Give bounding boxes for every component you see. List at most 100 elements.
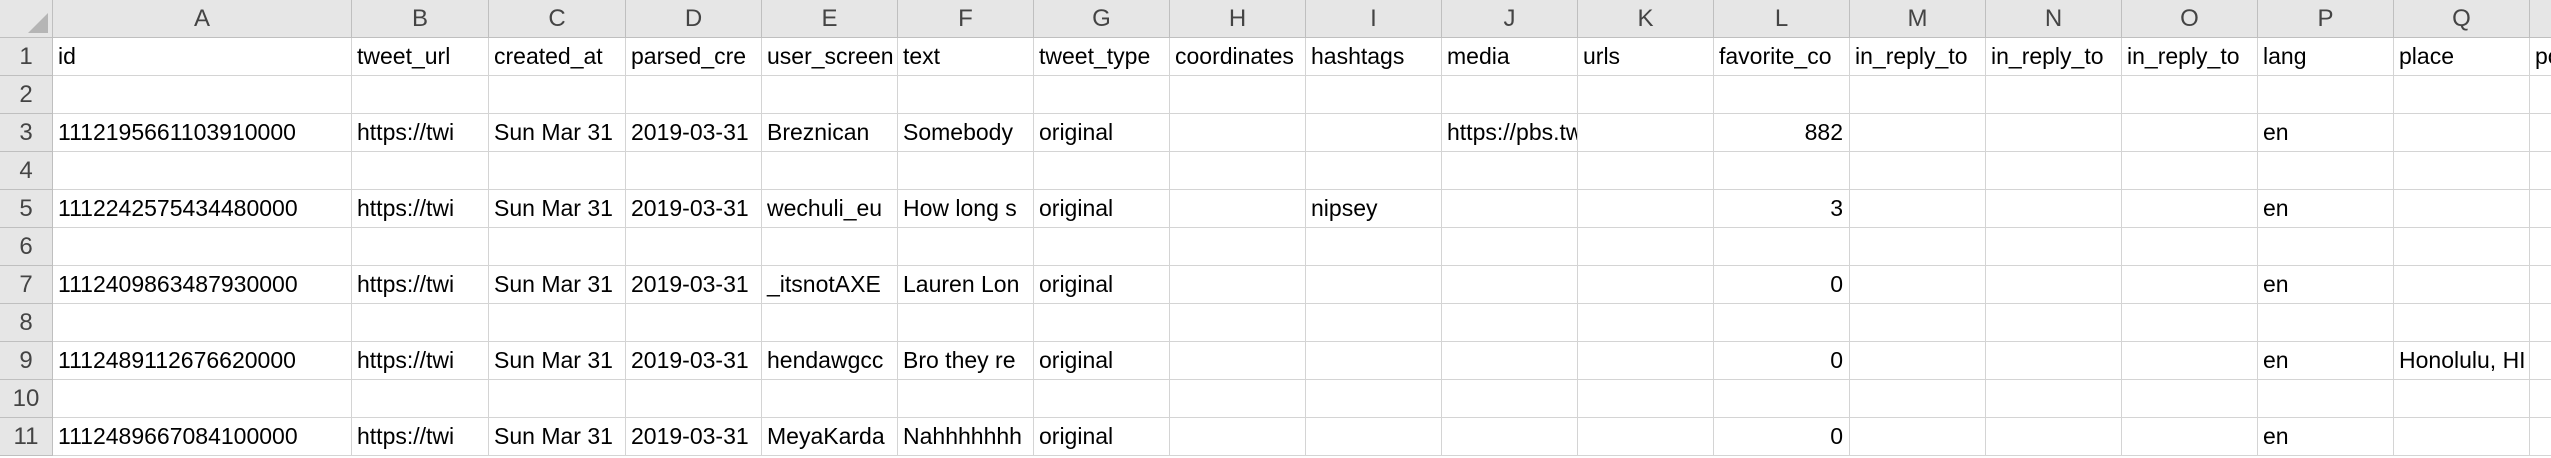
- cell-H8[interactable]: [1170, 304, 1306, 342]
- cell-F2[interactable]: [898, 76, 1034, 114]
- cell-F1[interactable]: text: [898, 38, 1034, 76]
- cell-Q6[interactable]: [2394, 228, 2530, 266]
- cell-D11[interactable]: 2019-03-31: [626, 418, 762, 456]
- cell-M5[interactable]: [1850, 190, 1986, 228]
- cell-O2[interactable]: [2122, 76, 2258, 114]
- cell-R6[interactable]: [2530, 228, 2551, 266]
- cell-N11[interactable]: [1986, 418, 2122, 456]
- cell-Q10[interactable]: [2394, 380, 2530, 418]
- column-header-J[interactable]: J: [1442, 0, 1578, 38]
- cell-J10[interactable]: [1442, 380, 1578, 418]
- column-header-A[interactable]: A: [53, 0, 352, 38]
- cell-I2[interactable]: [1306, 76, 1442, 114]
- cell-B8[interactable]: [352, 304, 489, 342]
- cell-R9[interactable]: [2530, 342, 2551, 380]
- cell-D5[interactable]: 2019-03-31: [626, 190, 762, 228]
- column-header-E[interactable]: E: [762, 0, 898, 38]
- column-header-D[interactable]: D: [626, 0, 762, 38]
- cell-K8[interactable]: [1578, 304, 1714, 342]
- cell-G11[interactable]: original: [1034, 418, 1170, 456]
- cell-K9[interactable]: [1578, 342, 1714, 380]
- cell-K11[interactable]: [1578, 418, 1714, 456]
- cell-N1[interactable]: in_reply_to: [1986, 38, 2122, 76]
- cell-O3[interactable]: [2122, 114, 2258, 152]
- cell-P2[interactable]: [2258, 76, 2394, 114]
- column-header-P[interactable]: P: [2258, 0, 2394, 38]
- cell-Q9[interactable]: Honolulu, HI: [2394, 342, 2530, 380]
- row-header-9[interactable]: 9: [0, 342, 53, 380]
- cell-L9[interactable]: 0: [1714, 342, 1850, 380]
- cell-D6[interactable]: [626, 228, 762, 266]
- cell-E1[interactable]: user_screen: [762, 38, 898, 76]
- cell-E11[interactable]: MeyaKarda: [762, 418, 898, 456]
- cell-D3[interactable]: 2019-03-31: [626, 114, 762, 152]
- row-header-8[interactable]: 8: [0, 304, 53, 342]
- cell-C11[interactable]: Sun Mar 31: [489, 418, 626, 456]
- cell-H5[interactable]: [1170, 190, 1306, 228]
- cell-F9[interactable]: Bro they re: [898, 342, 1034, 380]
- cell-P4[interactable]: [2258, 152, 2394, 190]
- cell-L5[interactable]: 3: [1714, 190, 1850, 228]
- cell-N8[interactable]: [1986, 304, 2122, 342]
- cell-I5[interactable]: nipsey: [1306, 190, 1442, 228]
- cell-N4[interactable]: [1986, 152, 2122, 190]
- cell-K1[interactable]: urls: [1578, 38, 1714, 76]
- cell-N6[interactable]: [1986, 228, 2122, 266]
- cell-M1[interactable]: in_reply_to: [1850, 38, 1986, 76]
- cell-Q2[interactable]: [2394, 76, 2530, 114]
- cell-A2[interactable]: [53, 76, 352, 114]
- cell-P7[interactable]: en: [2258, 266, 2394, 304]
- cell-F8[interactable]: [898, 304, 1034, 342]
- cell-C1[interactable]: created_at: [489, 38, 626, 76]
- row-header-6[interactable]: 6: [0, 228, 53, 266]
- cell-K2[interactable]: [1578, 76, 1714, 114]
- column-header-N[interactable]: N: [1986, 0, 2122, 38]
- cell-K4[interactable]: [1578, 152, 1714, 190]
- cell-Q7[interactable]: [2394, 266, 2530, 304]
- cell-O6[interactable]: [2122, 228, 2258, 266]
- cell-D4[interactable]: [626, 152, 762, 190]
- row-header-5[interactable]: 5: [0, 190, 53, 228]
- cell-L7[interactable]: 0: [1714, 266, 1850, 304]
- cell-G7[interactable]: original: [1034, 266, 1170, 304]
- cell-F6[interactable]: [898, 228, 1034, 266]
- cell-C6[interactable]: [489, 228, 626, 266]
- cell-C8[interactable]: [489, 304, 626, 342]
- cell-K6[interactable]: [1578, 228, 1714, 266]
- cell-Q4[interactable]: [2394, 152, 2530, 190]
- cell-J2[interactable]: [1442, 76, 1578, 114]
- cell-L10[interactable]: [1714, 380, 1850, 418]
- cell-A10[interactable]: [53, 380, 352, 418]
- cell-G2[interactable]: [1034, 76, 1170, 114]
- cell-L2[interactable]: [1714, 76, 1850, 114]
- cell-R8[interactable]: [2530, 304, 2551, 342]
- cell-O10[interactable]: [2122, 380, 2258, 418]
- cell-O8[interactable]: [2122, 304, 2258, 342]
- cell-M6[interactable]: [1850, 228, 1986, 266]
- cell-H11[interactable]: [1170, 418, 1306, 456]
- cell-B2[interactable]: [352, 76, 489, 114]
- cell-R2[interactable]: [2530, 76, 2551, 114]
- cell-Q11[interactable]: [2394, 418, 2530, 456]
- cell-J6[interactable]: [1442, 228, 1578, 266]
- cell-Q3[interactable]: [2394, 114, 2530, 152]
- cell-A6[interactable]: [53, 228, 352, 266]
- cell-P1[interactable]: lang: [2258, 38, 2394, 76]
- column-header-C[interactable]: C: [489, 0, 626, 38]
- cell-D2[interactable]: [626, 76, 762, 114]
- cell-K7[interactable]: [1578, 266, 1714, 304]
- cell-E3[interactable]: Breznican: [762, 114, 898, 152]
- cell-P3[interactable]: en: [2258, 114, 2394, 152]
- cell-B7[interactable]: https://twi: [352, 266, 489, 304]
- cell-B9[interactable]: https://twi: [352, 342, 489, 380]
- cell-R5[interactable]: [2530, 190, 2551, 228]
- cell-B5[interactable]: https://twi: [352, 190, 489, 228]
- cell-B10[interactable]: [352, 380, 489, 418]
- cell-N10[interactable]: [1986, 380, 2122, 418]
- cell-J4[interactable]: [1442, 152, 1578, 190]
- cell-B11[interactable]: https://twi: [352, 418, 489, 456]
- cell-L8[interactable]: [1714, 304, 1850, 342]
- cell-H10[interactable]: [1170, 380, 1306, 418]
- column-header-L[interactable]: L: [1714, 0, 1850, 38]
- cell-K5[interactable]: [1578, 190, 1714, 228]
